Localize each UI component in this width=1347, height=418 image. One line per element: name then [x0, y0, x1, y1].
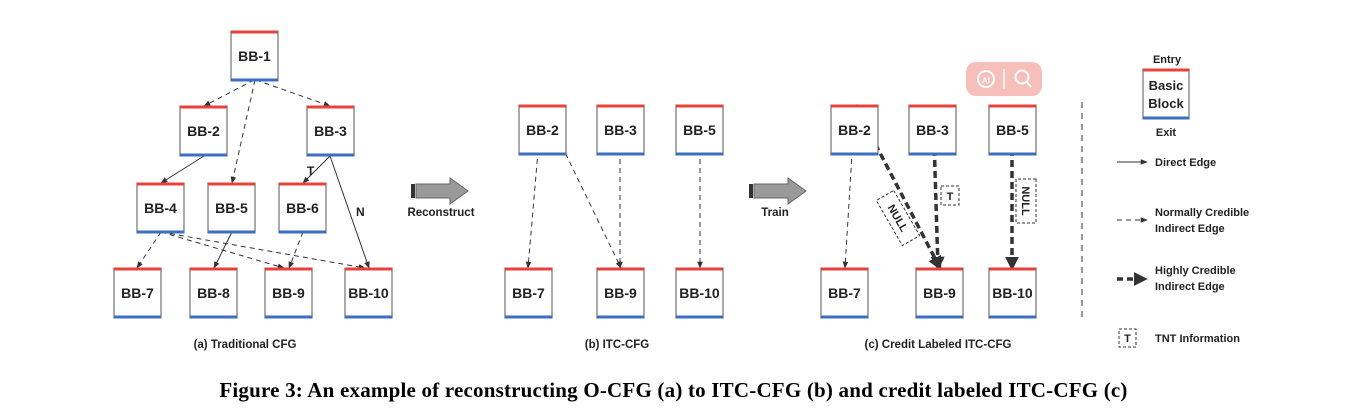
block-label: BB-9 — [604, 285, 637, 301]
basic-block: BB-6 — [278, 182, 327, 234]
basic-block: BB-7 — [113, 267, 162, 319]
ai-search-badge[interactable]: AI — [966, 62, 1042, 96]
svg-text:Basic: Basic — [1149, 78, 1184, 93]
basic-block: BB-2 — [518, 104, 567, 156]
block-label: BB-9 — [272, 285, 305, 301]
basic-block: BB-5 — [988, 104, 1037, 156]
edge-bb1-bb2 — [203, 79, 255, 107]
edge-bb2-bb4 — [160, 155, 205, 184]
ai-icon — [977, 70, 995, 88]
basic-block: BB-10 — [675, 267, 724, 319]
train-arrow: Train — [749, 177, 807, 219]
block-label: BB-8 — [197, 285, 230, 301]
edge-c-bb2-bb9 — [853, 104, 942, 271]
edge-bb1-bb5 — [230, 79, 256, 184]
edge-bb5-bb8 — [213, 231, 233, 269]
null-label-bb5-bb10: NULL — [1015, 178, 1037, 224]
basic-block: BB-3 — [908, 104, 957, 156]
svg-text:T: T — [947, 191, 954, 203]
basic-block: BB-7 — [820, 267, 869, 319]
panel-a-label: (a) Traditional CFG — [194, 339, 297, 351]
block-label: BB-1 — [238, 48, 271, 64]
svg-text:T: T — [1124, 333, 1131, 345]
block-label: BB-3 — [916, 122, 949, 138]
basic-block: BB-7 — [504, 267, 553, 319]
edge-bb3-bb10 — [329, 155, 370, 269]
svg-text:AI: AI — [982, 76, 990, 85]
svg-text:Indirect Edge: Indirect Edge — [1155, 281, 1225, 293]
legend-tnt-box — [1118, 328, 1137, 348]
block-label: BB-10 — [992, 285, 1033, 301]
panel-b-label: (b) ITC-CFG — [585, 339, 650, 351]
svg-text:Direct Edge: Direct Edge — [1155, 157, 1216, 169]
block-label: BB-2 — [526, 122, 559, 138]
tnt-box-bb3-bb9: T — [940, 185, 960, 206]
block-label: BB-7 — [828, 285, 861, 301]
basic-block: BB-3 — [596, 104, 645, 156]
svg-text:Block: Block — [1148, 96, 1184, 111]
block-label: BB-10 — [348, 285, 389, 301]
svg-text:NULL: NULL — [1019, 186, 1031, 216]
train-label: Train — [761, 207, 788, 219]
basic-block: BB-10 — [344, 267, 393, 319]
block-label: BB-3 — [314, 123, 347, 139]
basic-block: BB-1 — [230, 30, 279, 82]
basic-block: BB-2 — [179, 105, 228, 157]
block-label: BB-2 — [838, 122, 871, 138]
basic-block: BB-9 — [596, 267, 645, 319]
svg-text:Normally Credible: Normally Credible — [1155, 207, 1249, 219]
panel-c-label: (c) Credit Labeled ITC-CFG — [865, 339, 1012, 351]
edge-bb6-bb9 — [288, 231, 304, 269]
block-label: BB-10 — [679, 285, 720, 301]
block-label: BB-3 — [604, 122, 637, 138]
basic-block: BB-5 — [675, 104, 724, 156]
legend: Entry Basic Block Exit Direct Edge Norma… — [1117, 54, 1249, 348]
not-taken-label: N — [356, 205, 365, 219]
block-label: BB-9 — [923, 285, 956, 301]
basic-block: BB-9 — [915, 267, 964, 319]
taken-label: T — [307, 164, 315, 178]
basic-block: BB-8 — [189, 267, 238, 319]
svg-text:Indirect Edge: Indirect Edge — [1155, 223, 1225, 235]
block-label: BB-5 — [215, 200, 248, 216]
block-label: BB-5 — [683, 122, 716, 138]
basic-block: BB-3 — [306, 105, 355, 157]
block-label: BB-5 — [996, 122, 1029, 138]
basic-block: BB-4 — [136, 182, 185, 234]
block-label: BB-2 — [187, 123, 220, 139]
legend-entry-label: Entry — [1153, 54, 1182, 66]
svg-text:TNT Information: TNT Information — [1155, 333, 1240, 345]
basic-block: BB-2 — [830, 104, 879, 156]
basic-block: BB-5 — [207, 182, 256, 234]
edge-bb4-bb10 — [160, 231, 366, 270]
edge-bb1-bb3 — [255, 79, 331, 107]
legend-block — [1142, 68, 1190, 120]
basic-block: BB-10 — [988, 267, 1037, 319]
svg-text:Highly Credible: Highly Credible — [1155, 265, 1236, 277]
reconstruct-arrow: Reconstruct — [407, 177, 475, 219]
reconstruct-label: Reconstruct — [407, 207, 474, 219]
block-label: BB-4 — [144, 200, 177, 216]
block-label: BB-7 — [512, 285, 545, 301]
panel-a-edges — [136, 79, 370, 270]
block-label: BB-6 — [286, 200, 319, 216]
search-icon — [1014, 69, 1030, 85]
legend-exit-label: Exit — [1156, 127, 1177, 139]
edge-bb3-bb6 — [302, 155, 331, 184]
figure-caption: Figure 3: An example of reconstructing O… — [219, 378, 1128, 402]
basic-block: BB-9 — [264, 267, 313, 319]
block-label: BB-7 — [121, 285, 154, 301]
edge-bb4-bb7 — [136, 231, 162, 269]
